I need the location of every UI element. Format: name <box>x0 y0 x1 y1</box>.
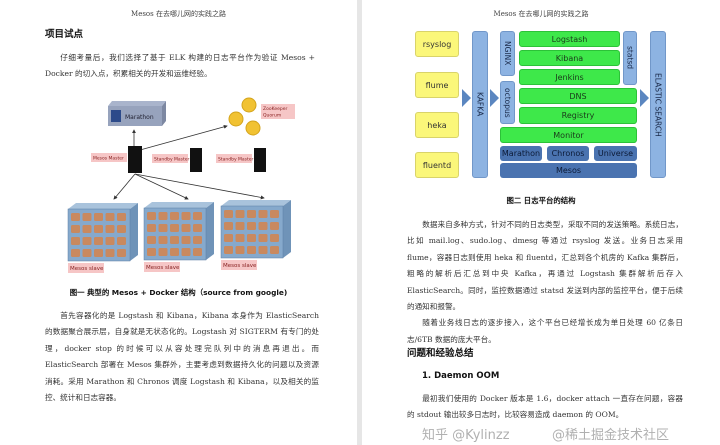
intro-paragraph: 仔细考量后，我们选择了基于 ELK 构建的日志平台作为验证 Mesos + Do… <box>45 50 315 83</box>
mesos-box: Mesos <box>500 163 637 178</box>
subheading: 1. Daemon OOM <box>422 371 500 381</box>
source-flume: flume <box>415 72 459 98</box>
quorum-label: Quorum <box>263 113 281 119</box>
mesos-master-label: Mesos Master <box>93 156 124 162</box>
section-heading: 问题和经验总结 <box>407 348 474 359</box>
watermark: 知乎 @Kylinzz <box>422 428 510 443</box>
zookeeper-label: ZooKeeper <box>263 106 287 112</box>
standby-master-label: Standby Master <box>154 157 190 163</box>
body-text: 首先容器化的是 Logstash 和 Kibana，Kibana 本身作为 El… <box>45 311 319 403</box>
chronos-box: Chronos <box>547 146 589 161</box>
paragraph-3: 最初我们使用的 Docker 版本是 1.6，docker attach 一直存… <box>407 394 683 420</box>
page-header: Mesos 在去哪儿网的实践之路 <box>493 10 589 18</box>
left-page: Mesos 在去哪儿网的实践之路 项目试点 仔细考量后，我们选择了基于 ELK … <box>0 0 357 445</box>
paragraph: 最初我们使用的 Docker 版本是 1.6，docker attach 一直存… <box>407 391 683 424</box>
paragraph-1: 数据来自多种方式，针对不同的日志类型，采取不同的发送策略。系统日志，比如 mai… <box>407 220 683 312</box>
logstash-box: Logstash <box>519 31 620 47</box>
mesos-slave-label: Mesos slave <box>146 265 180 271</box>
mesos-slave-node: Mesos slave <box>67 203 138 273</box>
figure-1-caption: 图一 典型的 Mesos + Docker 结构（source from goo… <box>69 288 288 297</box>
mesos-slave-label: Mesos slave <box>223 263 257 269</box>
monitor-box: Monitor <box>500 127 637 143</box>
marathon-box: Marathon <box>500 146 542 161</box>
universe-box: Universe <box>594 146 637 161</box>
kafka-bar: KAFKA <box>472 31 488 178</box>
marathon-node: Marathon <box>108 101 166 126</box>
body-paragraph: 首先容器化的是 Logstash 和 Kibana，Kibana 本身作为 El… <box>45 308 319 406</box>
arrow-icon <box>462 89 471 107</box>
kibana-box: Kibana <box>519 50 620 66</box>
nginx-box: NGINX <box>500 31 515 76</box>
master-nodes: Mesos Master Standby Master Standby Mast… <box>91 146 266 173</box>
arrow-icon <box>640 89 649 107</box>
elasticsearch-bar: ELASTIC SEARCH <box>650 31 666 178</box>
intro-text: 仔细考量后，我们选择了基于 ELK 构建的日志平台作为验证 Mesos + Do… <box>45 53 315 79</box>
paragraph-2: 随着业务线日志的逐步接入，这个平台已经增长成为单日处理 60 亿条日志/6TB … <box>407 318 683 344</box>
watermark: @稀土掘金技术社区 <box>552 428 670 443</box>
dns-box: DNS <box>519 88 637 104</box>
figure-2-caption: 图二 日志平台的结构 <box>506 196 576 205</box>
octopus-box: octopus <box>500 81 515 124</box>
source-heka: heka <box>415 112 459 138</box>
standby-master-label: Standby Master <box>218 157 254 163</box>
mesos-slave-label: Mesos slave <box>70 266 104 272</box>
statsd-box: statsd <box>623 31 637 85</box>
mesos-slave-node: Mesos slave <box>143 202 214 272</box>
page-header: Mesos 在去哪儿网的实践之路 <box>131 10 226 18</box>
mesos-slave-node: Mesos slave <box>220 200 291 270</box>
right-page: Mesos 在去哪儿网的实践之路 rsyslog flume heka flue… <box>362 0 720 445</box>
jenkins-box: Jenkins <box>519 69 620 85</box>
registry-box: Registry <box>519 107 637 124</box>
marathon-label: Marathon <box>125 114 154 121</box>
arrow-icon <box>490 89 499 107</box>
paragraph: 数据来自多种方式，针对不同的日志类型，采取不同的发送策略。系统日志，比如 mai… <box>407 217 683 348</box>
source-rsyslog: rsyslog <box>415 31 459 57</box>
source-fluentd: fluentd <box>415 152 459 178</box>
section-heading: 项目试点 <box>45 29 84 40</box>
